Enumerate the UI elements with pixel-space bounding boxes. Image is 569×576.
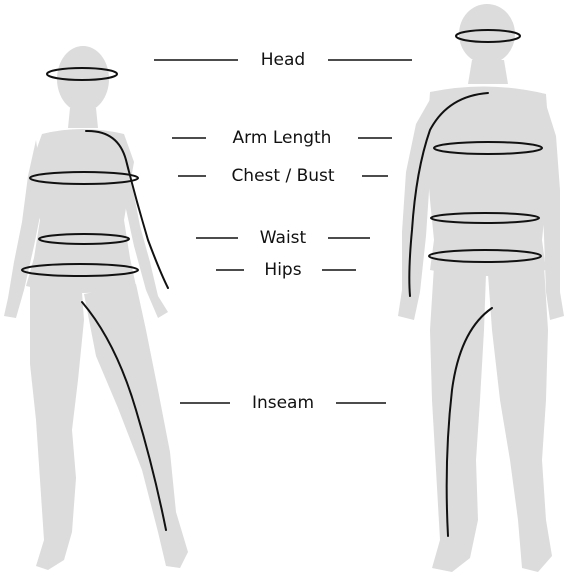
inseam-label: Inseam [250,393,316,413]
male-silhouette [398,4,564,572]
arm-length-label: Arm Length [231,128,334,148]
hips-label: Hips [262,260,303,280]
waist-label: Waist [258,228,308,248]
chest-bust-label: Chest / Bust [229,166,336,186]
female-silhouette [4,46,188,570]
head-label: Head [259,50,307,70]
